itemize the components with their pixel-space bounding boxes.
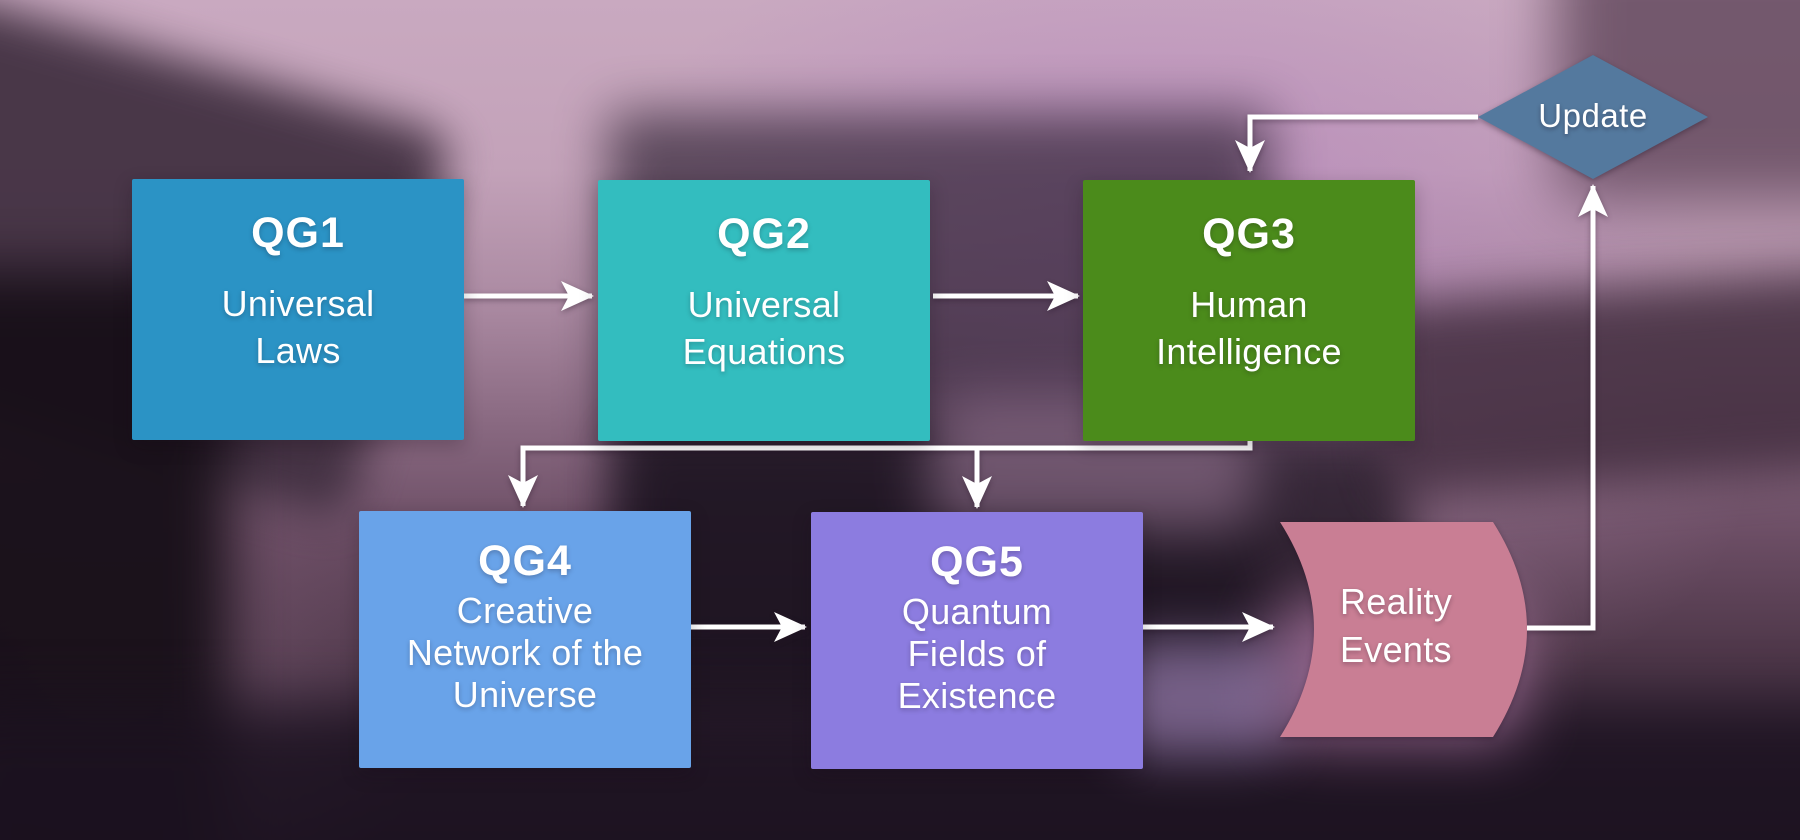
node-qg5: QG5 Quantum Fields of Existence <box>811 512 1143 769</box>
storage-label-line1: Reality <box>1340 581 1453 622</box>
decision-label-update: Update <box>1538 97 1648 134</box>
node-qg1: QG1 Universal Laws <box>132 179 464 440</box>
node-qg2-body: Universal Equations <box>683 281 846 375</box>
node-qg4-line1: Creative <box>456 590 594 631</box>
node-qg4-body: Creative Network of the Universe <box>407 590 643 716</box>
node-qg2: QG2 Universal Equations <box>598 180 930 441</box>
node-qg3-body: Human Intelligence <box>1156 281 1342 375</box>
arrow-update-to-qg3 <box>1235 114 1478 173</box>
node-qg2-line2: Equations <box>682 331 846 373</box>
node-qg3-line2: Intelligence <box>1156 331 1342 373</box>
storage-label-reality-events: Reality Events <box>1340 578 1452 673</box>
background-lavender-glow <box>1115 640 1285 755</box>
node-qg4-line3: Universe <box>452 674 598 716</box>
node-qg3: QG3 Human Intelligence <box>1083 180 1415 441</box>
node-qg4: QG4 Creative Network of the Universe <box>359 511 691 768</box>
node-qg2-title: QG2 <box>717 210 811 258</box>
node-qg4-line2: Network of the <box>406 632 644 674</box>
node-qg5-line3: Existence <box>897 675 1057 717</box>
storage-shape-reality-events <box>1280 522 1527 737</box>
node-qg3-title: QG3 <box>1202 210 1296 258</box>
node-qg1-body: Universal Laws <box>222 280 375 374</box>
node-qg5-title: QG5 <box>930 538 1024 586</box>
node-qg1-title: QG1 <box>251 209 345 257</box>
node-qg5-line1: Quantum <box>901 591 1053 632</box>
node-qg5-body: Quantum Fields of Existence <box>898 591 1057 717</box>
node-qg3-line1: Human <box>1190 284 1308 325</box>
node-qg5-line2: Fields of <box>907 633 1047 675</box>
node-qg2-line1: Universal <box>687 284 841 325</box>
decision-shape-update <box>1478 55 1708 179</box>
arrow-reality-events-to-update <box>1527 184 1608 631</box>
node-qg1-line2: Laws <box>255 330 341 372</box>
node-qg4-title: QG4 <box>478 537 572 585</box>
node-qg1-line1: Universal <box>221 283 375 324</box>
storage-label-line2: Events <box>1340 628 1452 670</box>
